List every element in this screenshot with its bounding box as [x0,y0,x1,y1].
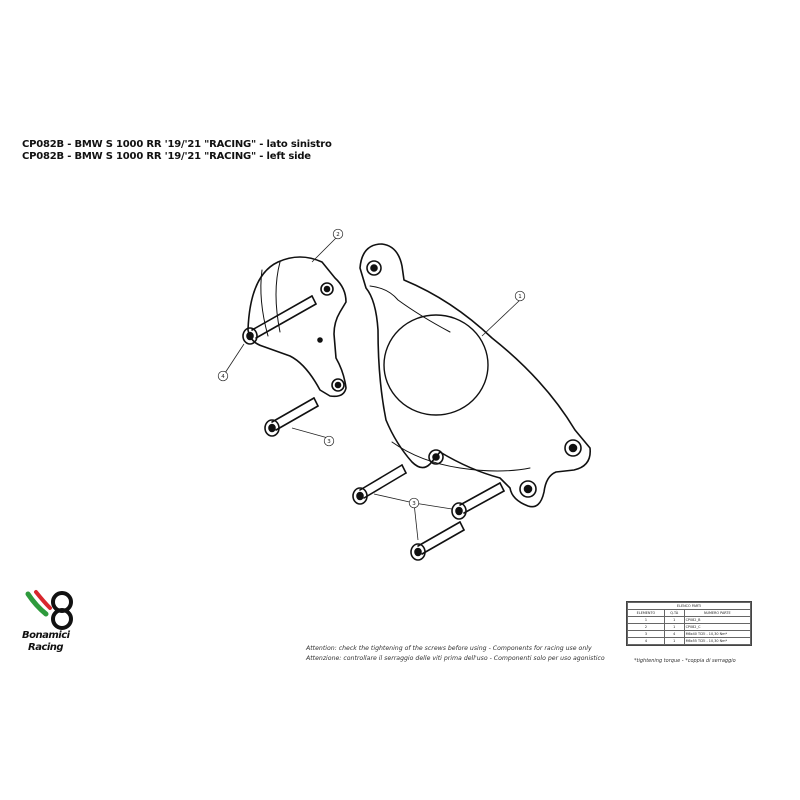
table-row: 4 1 M6x55 TCEI - 10,30 Nm* [627,636,752,645]
parts-table-cell: 1 [663,636,685,645]
leader-lines [224,237,521,541]
table-row: 3 4 M6x40 TCEI - 10,30 Nm* [627,629,752,638]
callout-screw-top: 4 [217,370,229,382]
screw-m6x40-part [451,482,505,520]
svg-text:4: 4 [221,374,225,380]
svg-text:2: 2 [336,232,340,238]
callout-screws-group: 3 [408,497,420,509]
title-block: CP082B - BMW S 1000 RR '19/'21 "RACING" … [22,139,332,163]
logo-mark-icon [25,590,73,630]
svg-text:3: 3 [327,439,331,445]
callout-cover: 1 [514,290,526,302]
parts-table-cell: 1 [663,615,685,624]
parts-table-header: NUMERO PARTE [683,608,752,617]
slider-cover-part [247,256,347,398]
screw-m6x40-part [410,521,465,561]
svg-text:3: 3 [412,501,416,507]
parts-table-cell: 1 [663,622,685,631]
title-italian: CP082B - BMW S 1000 RR '19/'21 "RACING" … [22,139,332,150]
svg-text:1: 1 [518,294,522,300]
engine-cover-part [359,243,591,508]
torque-footnote: *tightening torque - *coppia di serraggi… [634,658,736,664]
logo-text-line2: Racing [28,642,64,653]
bonamici-racing-logo: Bonamici Racing [22,588,92,668]
parts-table-header: Q.TÀ [663,608,685,617]
title-english: CP082B - BMW S 1000 RR '19/'21 "RACING" … [22,151,311,162]
parts-list-table: ELENCO PARTI ELEMENTO Q.TÀ NUMERO PARTE … [626,601,752,646]
parts-table-cell: CP082_C [683,622,752,631]
table-row: 2 1 CP082_C [627,622,752,631]
parts-table-cell: 2 [627,622,665,631]
logo-text-line1: Bonamici [22,630,70,641]
parts-table-header: ELEMENTO [627,608,665,617]
attention-note-italian: Attenzione: controllare il serraggio del… [306,654,605,662]
parts-table-cell: 1 [627,615,665,624]
callout-screw-short: 3 [323,435,335,447]
parts-table-cell: CP082_B [683,615,752,624]
screw-m6x40-part [352,464,407,505]
attention-note-english: Attention: check the tightening of the s… [306,645,592,652]
parts-table-cell: 4 [663,629,685,638]
screw-m6x40-part [264,397,319,437]
parts-table-cell: M6x40 TCEI - 10,30 Nm* [683,629,752,638]
parts-table-cell: 3 [627,629,665,638]
screw-m6x55-part [242,295,317,345]
attention-notes: Attention: check the tightening of the s… [306,644,605,663]
parts-table-cell: M6x55 TCEI - 10,30 Nm* [683,636,752,645]
parts-table-caption: ELENCO PARTI [627,602,751,610]
table-row: 1 1 CP082_B [627,615,752,624]
callout-slider: 2 [332,228,344,240]
parts-table-cell: 4 [627,636,665,645]
